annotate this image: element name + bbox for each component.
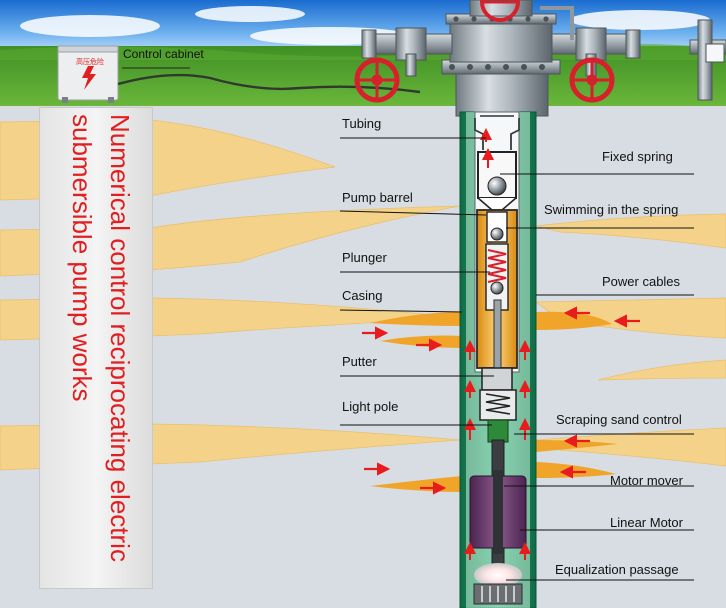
- fixed-valve-ball: [487, 176, 507, 196]
- swimming-spring: [487, 249, 507, 283]
- title-line-1: Numerical control reciprocating electric: [105, 114, 135, 562]
- label-power-cables: Power cables: [602, 274, 681, 289]
- label-putter: Putter: [342, 354, 377, 369]
- flow-arrows-outer: [362, 306, 640, 495]
- label-plunger: Plunger: [342, 250, 387, 265]
- putter: [493, 299, 502, 371]
- equalization-glow: [474, 563, 522, 587]
- title-panel: [39, 107, 153, 589]
- flow-arrows-inner: [464, 128, 531, 560]
- label-linear-motor: Linear Motor: [610, 515, 683, 530]
- leader-lines: [339, 137, 694, 581]
- scraping-sand-control: [479, 389, 517, 421]
- label-tubing: Tubing: [342, 116, 382, 131]
- label-control-cabinet: Control cabinet: [123, 47, 204, 61]
- label-light-pole: Light pole: [342, 399, 399, 414]
- label-fixed-spring: Fixed spring: [602, 149, 673, 164]
- lightning-icon: [82, 66, 96, 90]
- label-swimming-spring: Swimming in the spring: [544, 202, 679, 217]
- label-cabinet-sign: 高压危险: [76, 59, 104, 66]
- label-motor-mover: Motor mover: [610, 473, 683, 488]
- diagram-title: Numerical control reciprocating electric…: [57, 114, 139, 580]
- title-line-2: submersible pump works: [67, 114, 97, 402]
- label-casing: Casing: [342, 288, 383, 303]
- label-scraping-sand-control: Scraping sand control: [556, 412, 682, 427]
- label-equalization-passage: Equalization passage: [555, 562, 679, 577]
- power-cable-surface: [117, 73, 421, 94]
- label-pump-barrel: Pump barrel: [342, 190, 413, 205]
- control-cabinet: [57, 45, 119, 103]
- valve-handwheels: [354, 0, 615, 103]
